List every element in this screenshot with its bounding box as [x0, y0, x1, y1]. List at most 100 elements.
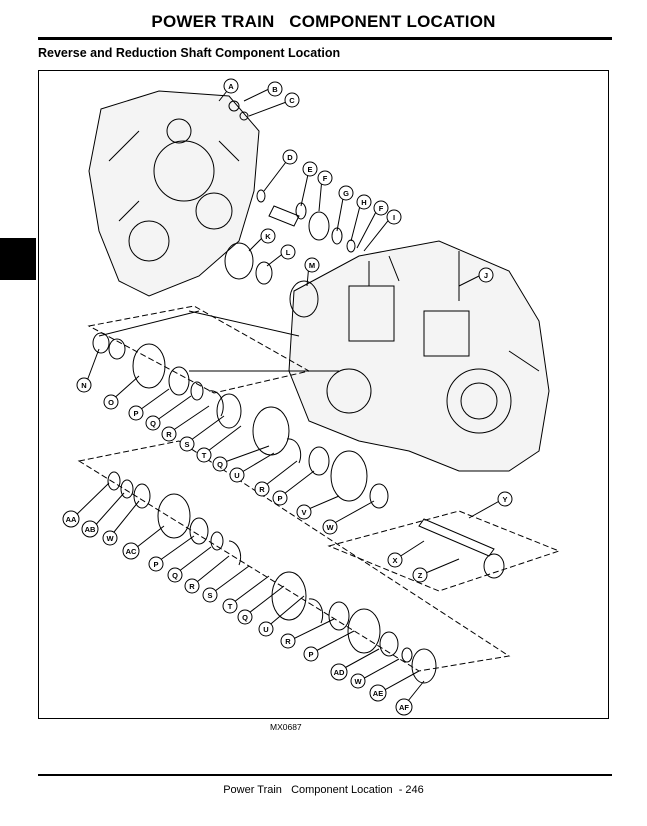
svg-text:M: M: [309, 261, 315, 270]
callout-p: P: [128, 405, 144, 421]
callout-w-2: W: [102, 530, 118, 546]
callout-g: G: [338, 185, 354, 201]
svg-text:F: F: [379, 204, 384, 213]
svg-text:O: O: [108, 398, 114, 407]
figure-code: MX0687: [270, 722, 302, 732]
callout-a: A: [223, 78, 239, 94]
svg-text:V: V: [301, 508, 306, 517]
exploded-view-figure: A B C D E F G H F I K L M J N O P Q R S …: [38, 70, 609, 719]
callout-v: V: [296, 504, 312, 520]
section-tab-marker: [0, 238, 36, 280]
svg-text:Q: Q: [242, 613, 248, 622]
svg-text:P: P: [277, 494, 282, 503]
svg-text:Y: Y: [502, 495, 507, 504]
svg-text:D: D: [287, 153, 293, 162]
svg-text:L: L: [286, 248, 291, 257]
callout-p-2: P: [272, 490, 288, 506]
svg-text:Z: Z: [418, 571, 423, 580]
callout-af: AF: [395, 698, 413, 716]
callout-s: S: [179, 436, 195, 452]
callout-d: D: [282, 149, 298, 165]
callout-c: C: [284, 92, 300, 108]
page-title: POWER TRAIN COMPONENT LOCATION: [151, 12, 496, 31]
callout-u-2: U: [258, 621, 274, 637]
svg-text:P: P: [133, 409, 138, 418]
svg-text:AA: AA: [66, 515, 77, 524]
callout-p-3: P: [148, 556, 164, 572]
callout-ae: AE: [369, 684, 387, 702]
callout-y: Y: [497, 491, 513, 507]
callout-f-2: F: [373, 200, 389, 216]
title-rule: [38, 37, 612, 40]
svg-text:A: A: [228, 82, 234, 91]
callout-u: U: [229, 467, 245, 483]
callout-r-3: R: [184, 578, 200, 594]
svg-text:AB: AB: [85, 525, 96, 534]
transmission-case: [288, 240, 550, 472]
svg-text:Q: Q: [150, 419, 156, 428]
svg-text:P: P: [308, 650, 313, 659]
svg-text:E: E: [307, 165, 312, 174]
callout-i: I: [386, 209, 402, 225]
callout-l: L: [280, 244, 296, 260]
svg-text:R: R: [285, 637, 291, 646]
callout-ac: AC: [122, 542, 140, 560]
callout-k: K: [260, 228, 276, 244]
svg-text:S: S: [184, 440, 189, 449]
callout-r-2: R: [254, 481, 270, 497]
callout-q-2: Q: [212, 456, 228, 472]
callout-f: F: [317, 170, 333, 186]
callout-j: J: [478, 267, 494, 283]
page-footer: Power Train Component Location - 246: [223, 784, 424, 796]
callout-p-4: P: [303, 646, 319, 662]
svg-text:R: R: [166, 430, 172, 439]
svg-text:Q: Q: [172, 571, 178, 580]
svg-text:J: J: [484, 271, 488, 280]
callout-aa: AA: [62, 510, 80, 528]
callout-q: Q: [145, 415, 161, 431]
svg-text:X: X: [392, 556, 397, 565]
svg-text:Q: Q: [217, 460, 223, 469]
svg-text:N: N: [81, 381, 86, 390]
svg-text:S: S: [207, 591, 212, 600]
svg-text:R: R: [189, 582, 195, 591]
callout-t: T: [196, 447, 212, 463]
front-housing-cover: [88, 90, 260, 297]
svg-text:W: W: [354, 677, 362, 686]
svg-text:U: U: [263, 625, 268, 634]
callout-m: M: [304, 257, 320, 273]
callout-w: W: [322, 519, 338, 535]
footer-rule: [38, 774, 612, 776]
svg-text:AC: AC: [126, 547, 137, 556]
svg-text:W: W: [326, 523, 334, 532]
svg-text:B: B: [272, 85, 278, 94]
callout-q-4: Q: [237, 609, 253, 625]
svg-text:AE: AE: [373, 689, 383, 698]
shaft: [418, 518, 495, 557]
callout-n: N: [76, 377, 92, 393]
svg-text:P: P: [153, 560, 158, 569]
callout-w-3: W: [350, 673, 366, 689]
section-title: Reverse and Reduction Shaft Component Lo…: [38, 46, 341, 60]
svg-text:AF: AF: [399, 703, 409, 712]
callout-ab: AB: [81, 520, 99, 538]
svg-text:R: R: [259, 485, 265, 494]
callout-t-2: T: [222, 598, 238, 614]
svg-text:G: G: [343, 189, 349, 198]
callout-r-4: R: [280, 633, 296, 649]
svg-text:AD: AD: [334, 668, 345, 677]
svg-text:F: F: [323, 174, 328, 183]
callout-x: X: [387, 552, 403, 568]
exploded-view-drawing: A B C D E F G H F I K L M J N O P Q R S …: [62, 78, 561, 716]
svg-text:T: T: [228, 602, 233, 611]
callout-e: E: [302, 161, 318, 177]
callout-s-2: S: [202, 587, 218, 603]
svg-text:W: W: [106, 534, 114, 543]
callout-r: R: [161, 426, 177, 442]
svg-text:T: T: [202, 451, 207, 460]
callout-q-3: Q: [167, 567, 183, 583]
callout-h: H: [356, 194, 372, 210]
callout-o: O: [103, 394, 119, 410]
callout-ad: AD: [330, 663, 348, 681]
callout-b: B: [267, 81, 283, 97]
